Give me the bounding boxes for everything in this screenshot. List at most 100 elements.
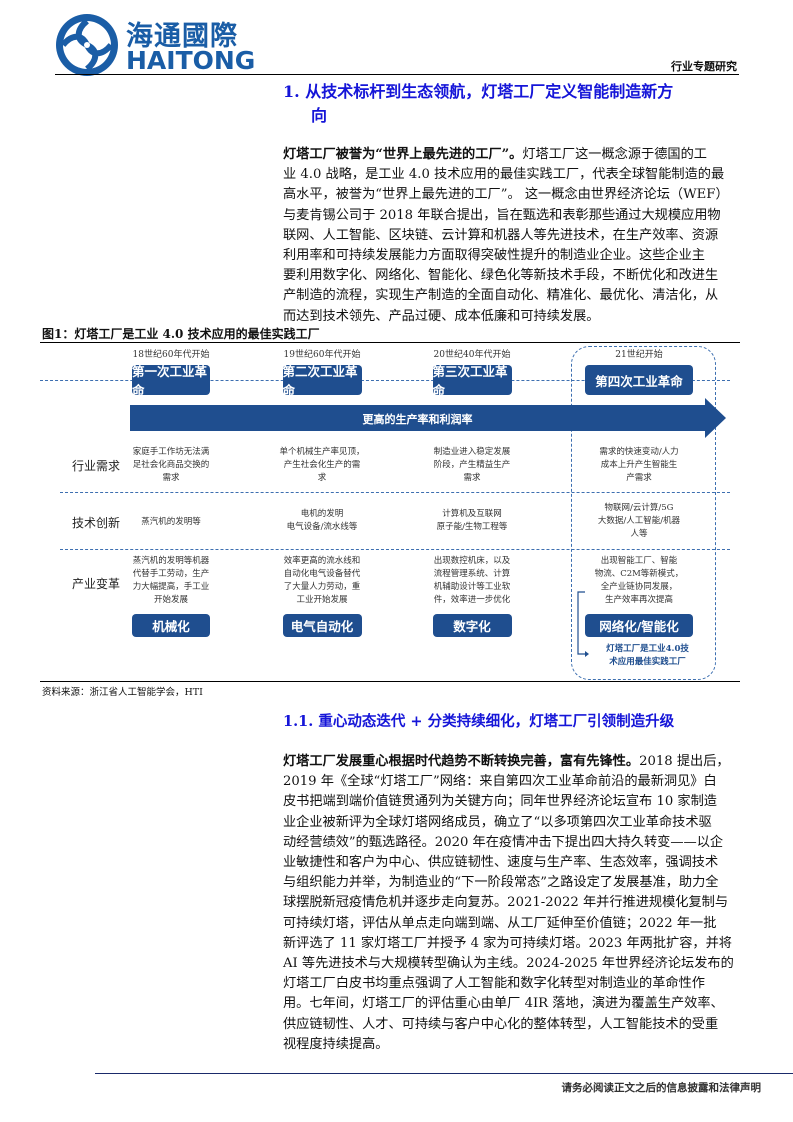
demand-cell: 家庭手工作坊无法满足社会化商品交换的需求: [111, 446, 231, 485]
cell-line: 物联网/云计算/5G: [604, 503, 674, 513]
change-cell: 蒸汽机的发明等机器代替手工劳动，生产力大幅提高，手工业开始发展: [111, 555, 231, 607]
cell-line: 开始发展: [153, 595, 188, 605]
section-1-title-line: 1. 从技术标杆到生态领航，灯塔工厂定义智能制造新方: [283, 82, 674, 101]
demand-cell: 单个机械生产率见顶，产生社会化生产的需求: [262, 446, 382, 485]
era-name-box: 第一次工业革命: [132, 364, 210, 398]
paragraph-lead: 灯塔工厂被誉为“世界上最先进的工厂”。: [283, 147, 523, 162]
era-period: 21世纪开始: [615, 350, 663, 360]
paragraph-line: 供应链韧性、人才、可持续与客户中心化的整体转型，人工智能技术的受重: [283, 1016, 719, 1032]
paragraph-line: 用。七年间，灯塔工厂的评估重心由单厂 4IR 落地，演进为覆盖生产效率、: [283, 996, 724, 1012]
paragraph-line: 业 4.0 战略，是工业 4.0 技术应用的最佳实践工厂，代表全球智能制造的最: [283, 167, 725, 183]
footer-rule: [95, 1073, 793, 1074]
demand-cell: 需求的快速变动/人力成本上升产生智能生产需求: [579, 446, 699, 485]
haitong-emblem-icon: [56, 14, 118, 76]
paragraph-line: 灯塔工厂白皮书均重点强调了人工智能和数字化转型对制造业的革命性作: [283, 976, 705, 992]
timeline-dashed-line: [40, 380, 730, 381]
paragraph-line: 与麦肯锡公司于 2018 年联合提出，旨在甄选和表彰那些通过大规模应用物: [283, 207, 721, 223]
paragraph-line: 可持续灯塔，评估从单点走向端到端、从工厂延伸至价值链；2022 年一批: [283, 915, 717, 931]
cell-line: 制造业进入稳定发展: [433, 447, 511, 457]
lighthouse-note: 灯塔工厂是工业4.0技 术应用最佳实践工厂: [585, 643, 710, 669]
cell-line: 需求: [162, 473, 180, 483]
cell-line: 工业开始发展: [296, 595, 348, 605]
logo-cn-text: 海通國際: [126, 21, 238, 52]
row-label-change: 产业变革: [72, 577, 121, 591]
cell-line: 电机的发明: [300, 509, 344, 519]
row-label-tech: 技术创新: [72, 516, 121, 530]
paragraph-line: 皮书把端到端价值链贯通列为关键方向；同年世界经济论坛宣布 10 家制造: [283, 794, 717, 810]
cell-line: 物流、C2M等新模式，: [594, 569, 684, 579]
paragraph-lead: 灯塔工厂发展重心根据时代趋势不断转换完善，富有先锋性。: [283, 754, 640, 769]
productivity-arrow: [130, 398, 726, 438]
cell-line: 出现数控机床，以及: [433, 556, 511, 566]
era-period: 18世纪60年代开始: [132, 350, 210, 360]
cell-line: 电气设备/流水线等: [286, 522, 358, 532]
cell-line: 产生社会化生产的需: [283, 460, 361, 470]
figure-title: 图1：灯塔工厂是工业 4.0 技术应用的最佳实践工厂: [42, 327, 320, 341]
era-name-box: 第四次工业革命: [585, 365, 693, 395]
cell-line: 出现智能工厂、智能: [600, 556, 678, 566]
cell-line: 生产效率再次提高: [604, 595, 673, 605]
fourth-revolution-highlight-frame: [571, 346, 716, 680]
cell-line: 自动化电气设备替代: [283, 569, 361, 579]
paragraph-line: 产制造的流程，实现生产制造的全面自动化、精准化、最优化、清洁化，从: [283, 288, 719, 304]
cell-line: 代替手工劳动，生产: [132, 569, 210, 579]
section-1-title-line: 向: [311, 106, 328, 125]
era-period: 19世纪60年代开始: [283, 350, 361, 360]
cell-line: 需求的快速变动/人力: [599, 447, 679, 457]
section-1-title: 1. 从技术标杆到生态领航，灯塔工厂定义智能制造新方 向: [283, 80, 743, 128]
cell-line: 足社会化商品交换的: [132, 460, 210, 470]
paragraph-line: 与组织能力并举，为制造业的“下一阶段常态”之路设定了发展基准，助力全: [283, 875, 719, 891]
report-category: 行业专题研究: [671, 60, 737, 73]
cell-line: 件，效率进一步优化: [433, 595, 511, 605]
section-1-paragraph: 灯塔工厂被誉为“世界上最先进的工厂”。灯塔工厂这一概念源于德国的工 业 4.0 …: [283, 145, 729, 327]
tech-cell: 蒸汽机的发明等: [111, 516, 231, 529]
paragraph-line: 联网、人工智能、区块链、云计算和机器人等先进技术，在生产效率、资源: [283, 227, 719, 243]
change-cell: 效率更高的流水线和自动化电气设备替代了大量人力劳动，重工业开始发展: [262, 555, 382, 607]
paragraph-line: 利用率和可持续发展能力方面取得突破性提升的制造业企业。这些企业主: [283, 248, 705, 264]
cell-line: 阶段，产生精益生产: [433, 460, 511, 470]
figure-source: 资料来源：浙江省人工智能学会，HTI: [42, 687, 203, 698]
cell-line: 蒸汽机的发明等: [141, 517, 201, 527]
cell-line: 产需求: [626, 473, 652, 483]
era-label-box: 网络化/智能化: [585, 614, 693, 637]
cell-line: 大数据/人工智能/机器: [597, 516, 681, 526]
section-1-1-paragraph: 灯塔工厂发展重心根据时代趋势不断转换完善，富有先锋性。2018 提出后， 201…: [283, 752, 734, 1055]
paragraph-line: 业企业被新评为全球灯塔网络成员，确立了“以多项第四次工业革命技术驱: [283, 814, 712, 830]
era-name-box: 第二次工业革命: [282, 364, 362, 398]
section-1-1-title: 1.1. 重心动态迭代 + 分类持续细化，灯塔工厂引领制造升级: [283, 713, 675, 730]
tech-cell: 物联网/云计算/5G 大数据/人工智能/机器人等: [579, 502, 699, 541]
paragraph-line: 2019 年《全球“灯塔工厂”网络：来自第四次工业革命前沿的最新洞见》白: [283, 774, 717, 790]
era-period: 20世纪40年代开始: [433, 350, 511, 360]
paragraph-line: 球摆脱新冠疫情危机并逐步走向复苏。2021-2022 年并行推进规模化复制与: [283, 895, 729, 911]
cell-line: 效率更高的流水线和: [283, 556, 361, 566]
cell-line: 了大量人力劳动，重: [283, 582, 361, 592]
cell-line: 原子能/生物工程等: [436, 522, 508, 532]
era-label-box: 机械化: [132, 614, 210, 637]
productivity-arrow-label: 更高的生产率和利润率: [362, 413, 473, 426]
cell-line: 机辅助设计等工业软: [433, 582, 511, 592]
cell-line: 人等: [630, 529, 648, 539]
tech-cell: 电机的发明电气设备/流水线等: [262, 508, 382, 534]
change-cell: 出现智能工厂、智能物流、C2M等新模式，全产业链协同发展，生产效率再次提高: [579, 555, 699, 607]
era-label-box: 电气自动化: [282, 614, 362, 637]
cell-line: 求: [317, 473, 327, 483]
note-line: 术应用最佳实践工厂: [609, 657, 686, 667]
era-label-box: 数字化: [432, 614, 512, 637]
change-cell: 出现数控机床，以及流程管理系统、计算机辅助设计等工业软件，效率进一步优化: [412, 555, 532, 607]
row-label-demand: 行业需求: [72, 459, 121, 473]
paragraph-line: AI 等先进技术与大规模转型确认为主线。2024-2025 年世界经济论坛发布的: [283, 956, 734, 972]
tech-cell: 计算机及互联网原子能/生物工程等: [412, 508, 532, 534]
demand-cell: 制造业进入稳定发展阶段，产生精益生产需求: [412, 446, 532, 485]
cell-line: 力大幅提高，手工业: [132, 582, 210, 592]
cell-line: 需求: [463, 473, 481, 483]
row-divider: [60, 492, 730, 493]
row-divider: [60, 549, 730, 550]
note-bracket-arrow: [577, 591, 589, 657]
cell-line: 家庭手工作坊无法满: [132, 447, 210, 457]
paragraph-line: 2018 提出后，: [639, 754, 730, 769]
logo-en-text: HAITONG: [126, 46, 256, 75]
haitong-logo: 海通國際 HAITONG: [54, 12, 255, 78]
paragraph-line: 动经营绩效”的甄选路径。2020 年在疫情冲击下提出四大持久转变——以企: [283, 834, 724, 850]
cell-line: 成本上升产生智能生: [600, 460, 678, 470]
